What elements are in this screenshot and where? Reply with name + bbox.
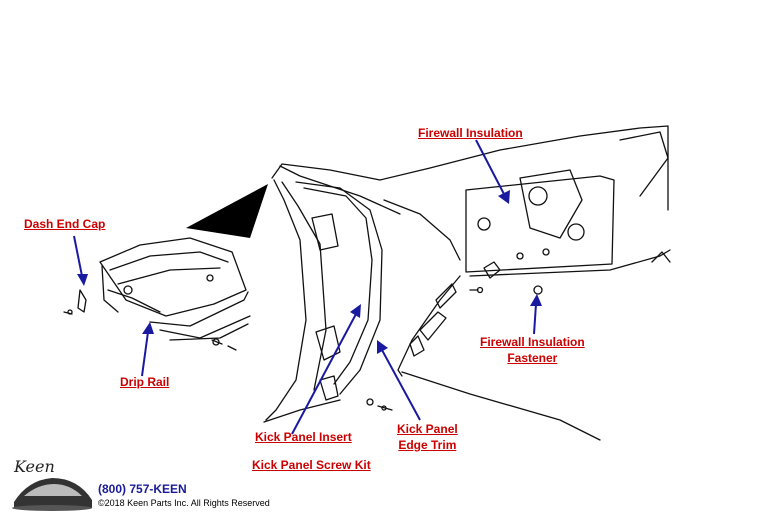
firewall-insulation-fastener-line1: Firewall Insulation xyxy=(480,335,585,349)
zoom-pointer xyxy=(186,184,268,238)
kick-panel-detail xyxy=(263,125,671,441)
leader-arrows xyxy=(73,139,542,435)
svg-text:Keen: Keen xyxy=(13,457,55,476)
kick-panel-edge-trim-line1: Kick Panel xyxy=(397,422,458,436)
phone-number[interactable]: (800) 757-KEEN xyxy=(98,482,187,496)
kick-panel-screw-kit-label[interactable]: Kick Panel Screw Kit xyxy=(252,458,371,472)
drip-rail-label[interactable]: Drip Rail xyxy=(120,375,170,389)
kick-panel-edge-trim-line2: Edge Trim xyxy=(398,438,457,452)
kick-panel-insert-label[interactable]: Kick Panel Insert xyxy=(255,430,352,444)
dash-end-detail xyxy=(63,237,251,351)
dash-end-cap-label[interactable]: Dash End Cap xyxy=(24,217,106,231)
keen-car-logo-icon: Keen xyxy=(12,457,92,511)
firewall-insulation-fastener-label[interactable]: Firewall Insulation Fastener xyxy=(480,334,585,366)
copyright-notice: ©2018 Keen Parts Inc. All Rights Reserve… xyxy=(98,498,270,508)
kick-panel-edge-trim-label[interactable]: Kick Panel Edge Trim xyxy=(397,421,458,453)
firewall-insulation-fastener-line2: Fastener xyxy=(507,351,558,365)
firewall-insulation-label[interactable]: Firewall Insulation xyxy=(418,126,523,140)
